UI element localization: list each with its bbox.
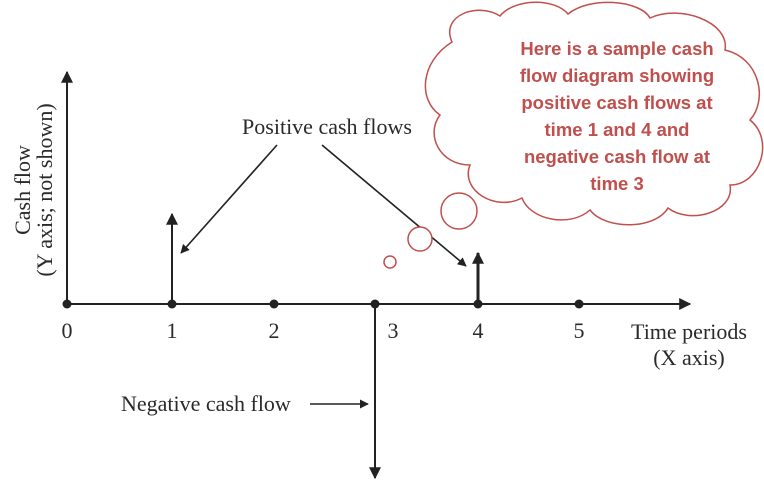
y-axis-sublabel: (Y axis; not shown) <box>32 103 57 276</box>
period-point-3 <box>370 299 380 309</box>
period-point-5 <box>574 299 584 309</box>
thought-bubble-medium <box>407 226 433 252</box>
callout-cloud <box>424 1 764 226</box>
thought-bubble-large <box>440 192 478 230</box>
period-point-4 <box>473 299 483 309</box>
callout-line-2: flow diagram showing <box>520 65 714 86</box>
period-point-0 <box>62 299 72 309</box>
thought-bubble-small <box>383 255 397 269</box>
callout-line-5: negative cash flow at <box>524 146 710 167</box>
period-point-1 <box>167 299 177 309</box>
tick-label-2: 2 <box>269 318 280 343</box>
tick-label-0: 0 <box>62 318 73 343</box>
x-axis-label: Time periods <box>631 319 747 344</box>
tick-label-1: 1 <box>167 318 178 343</box>
callout-line-1: Here is a sample cash <box>520 38 713 59</box>
callout-line-6: time 3 <box>590 173 643 194</box>
negative-cash-flow-label: Negative cash flow <box>121 391 291 416</box>
y-axis-label: Cash flow <box>10 145 35 235</box>
pointer-arrow-to-4 <box>321 144 467 267</box>
x-axis-sublabel: (X axis) <box>653 345 724 370</box>
tick-label-3: 3 <box>388 318 399 343</box>
pointer-arrow-to-1 <box>180 144 278 254</box>
tick-label-4: 4 <box>473 318 484 343</box>
positive-cash-flows-label: Positive cash flows <box>242 114 412 139</box>
callout-line-4: time 1 and 4 and <box>545 119 690 140</box>
period-point-2 <box>269 299 279 309</box>
callout-line-3: positive cash flows at <box>521 92 712 113</box>
tick-label-5: 5 <box>574 318 585 343</box>
